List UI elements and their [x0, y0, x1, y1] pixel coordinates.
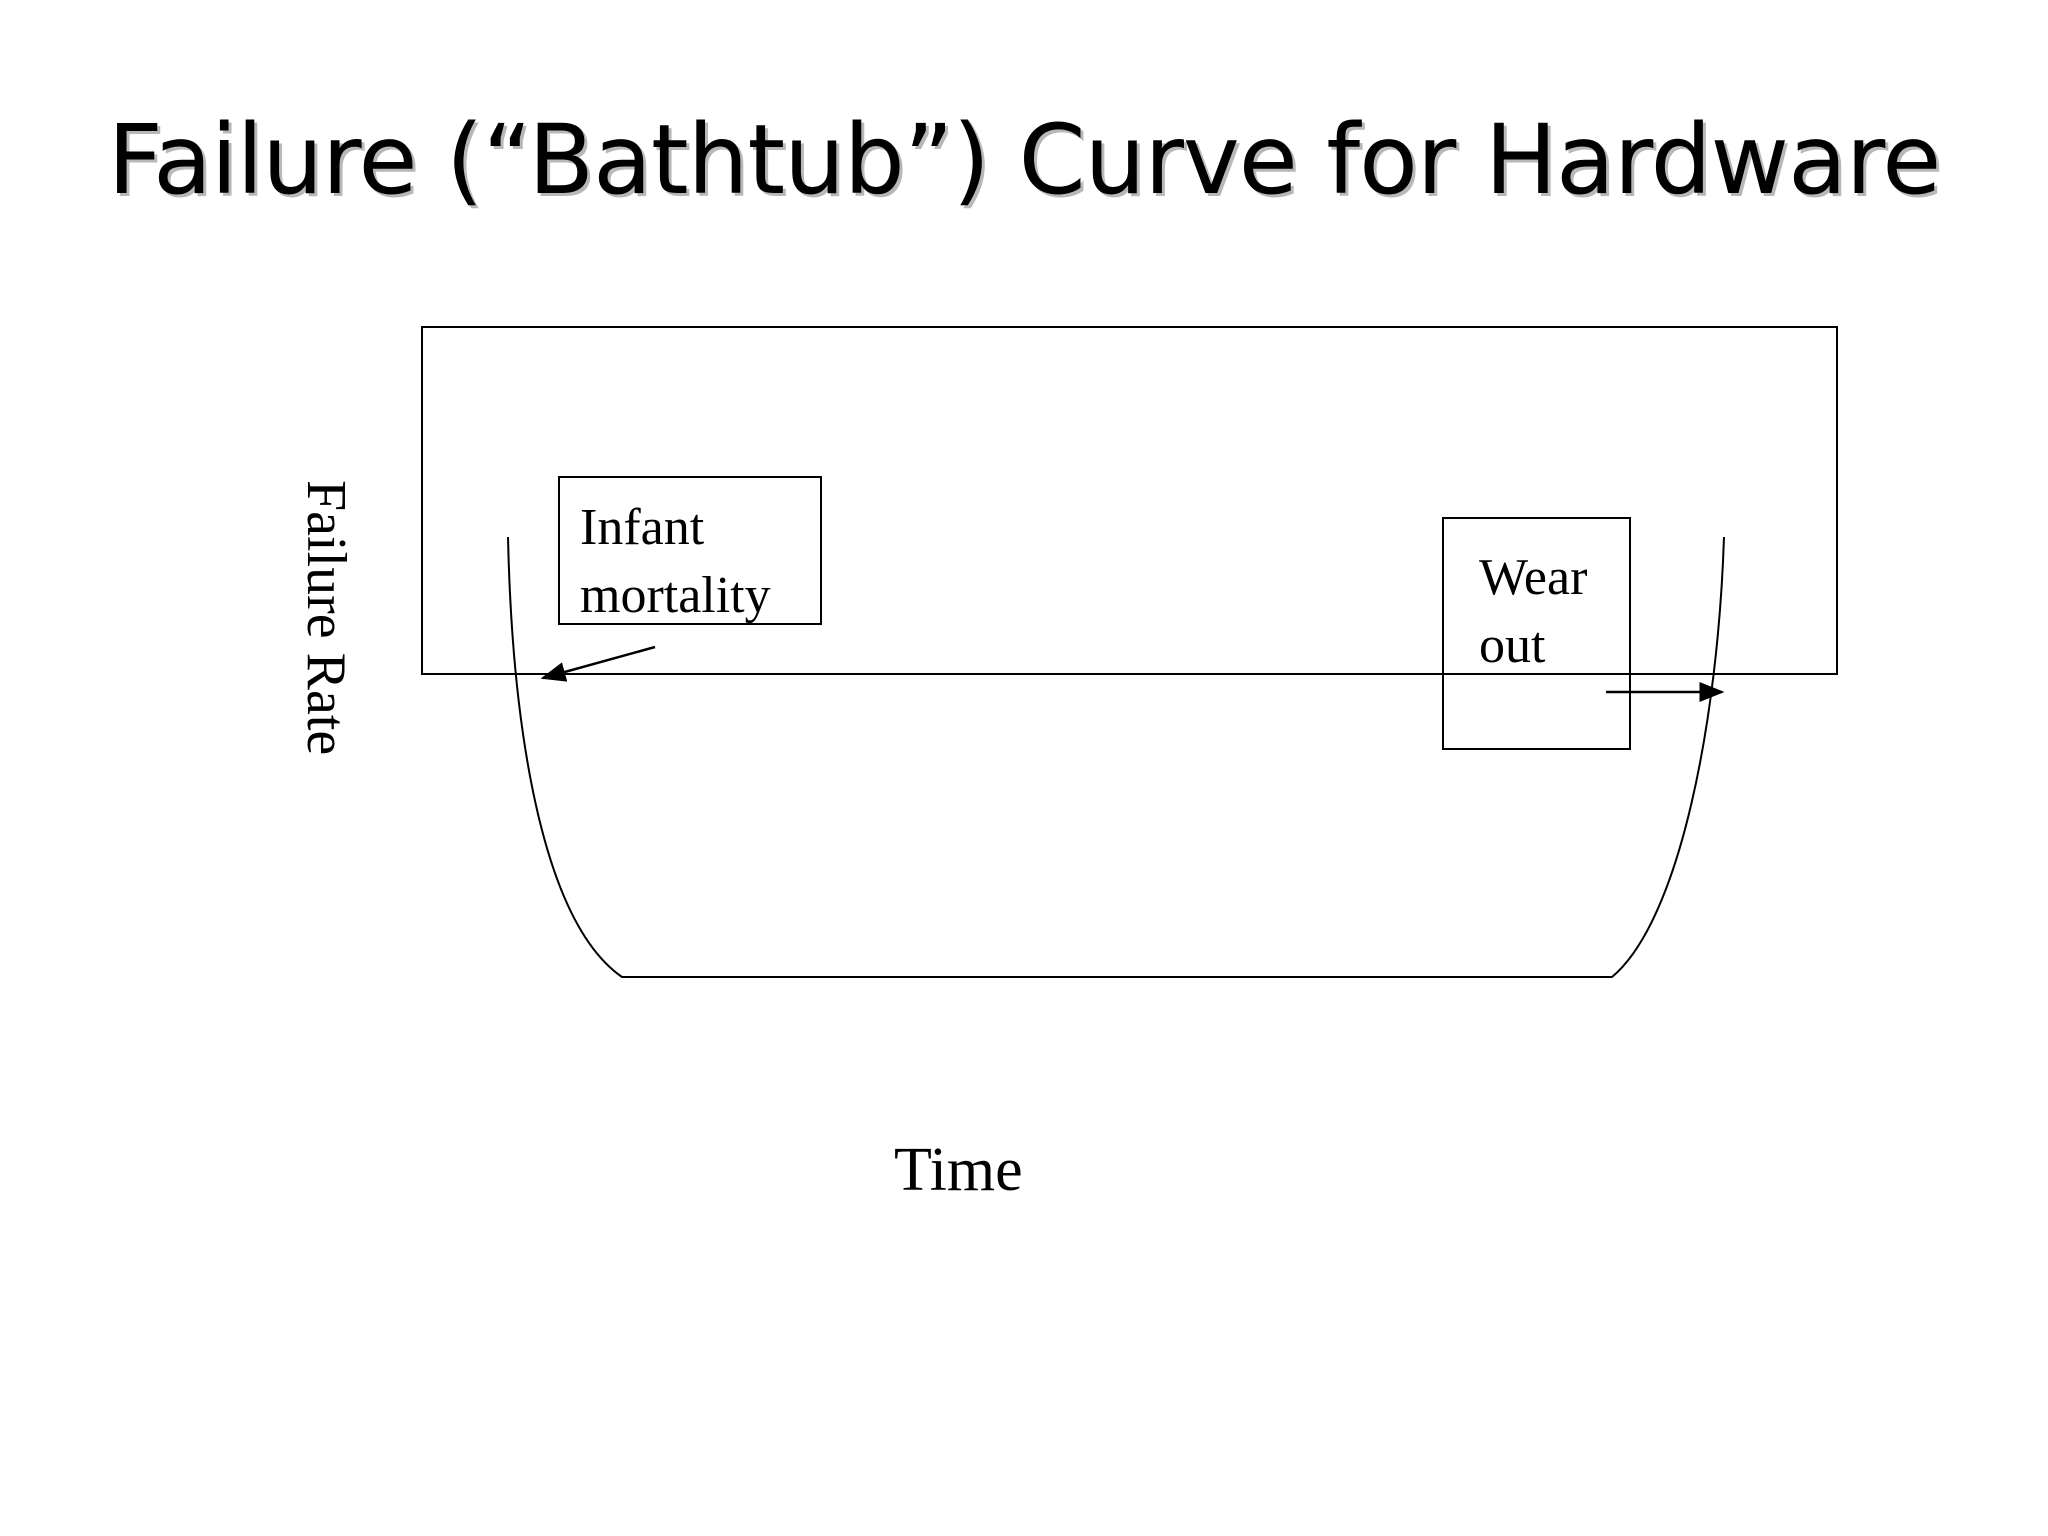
wear-out-box	[1442, 517, 1631, 750]
bathtub-curve	[507, 536, 1725, 978]
slide-title: Failure (“Bathtub”) Curve for Hardware	[107, 104, 1942, 216]
wear-out-label-line2: out	[1479, 617, 1546, 674]
y-axis-label: Failure Rate	[295, 480, 357, 755]
wear-out-label-line1: Wear	[1479, 549, 1587, 606]
infant-mortality-box	[558, 476, 822, 625]
infant-mortality-arrow	[540, 645, 656, 682]
frame-rectangle	[421, 326, 1838, 675]
infant-mortality-label-line2: mortality	[580, 567, 771, 624]
x-axis-label: Time	[894, 1136, 1023, 1204]
infant-mortality-label-line1: Infant	[580, 499, 705, 556]
